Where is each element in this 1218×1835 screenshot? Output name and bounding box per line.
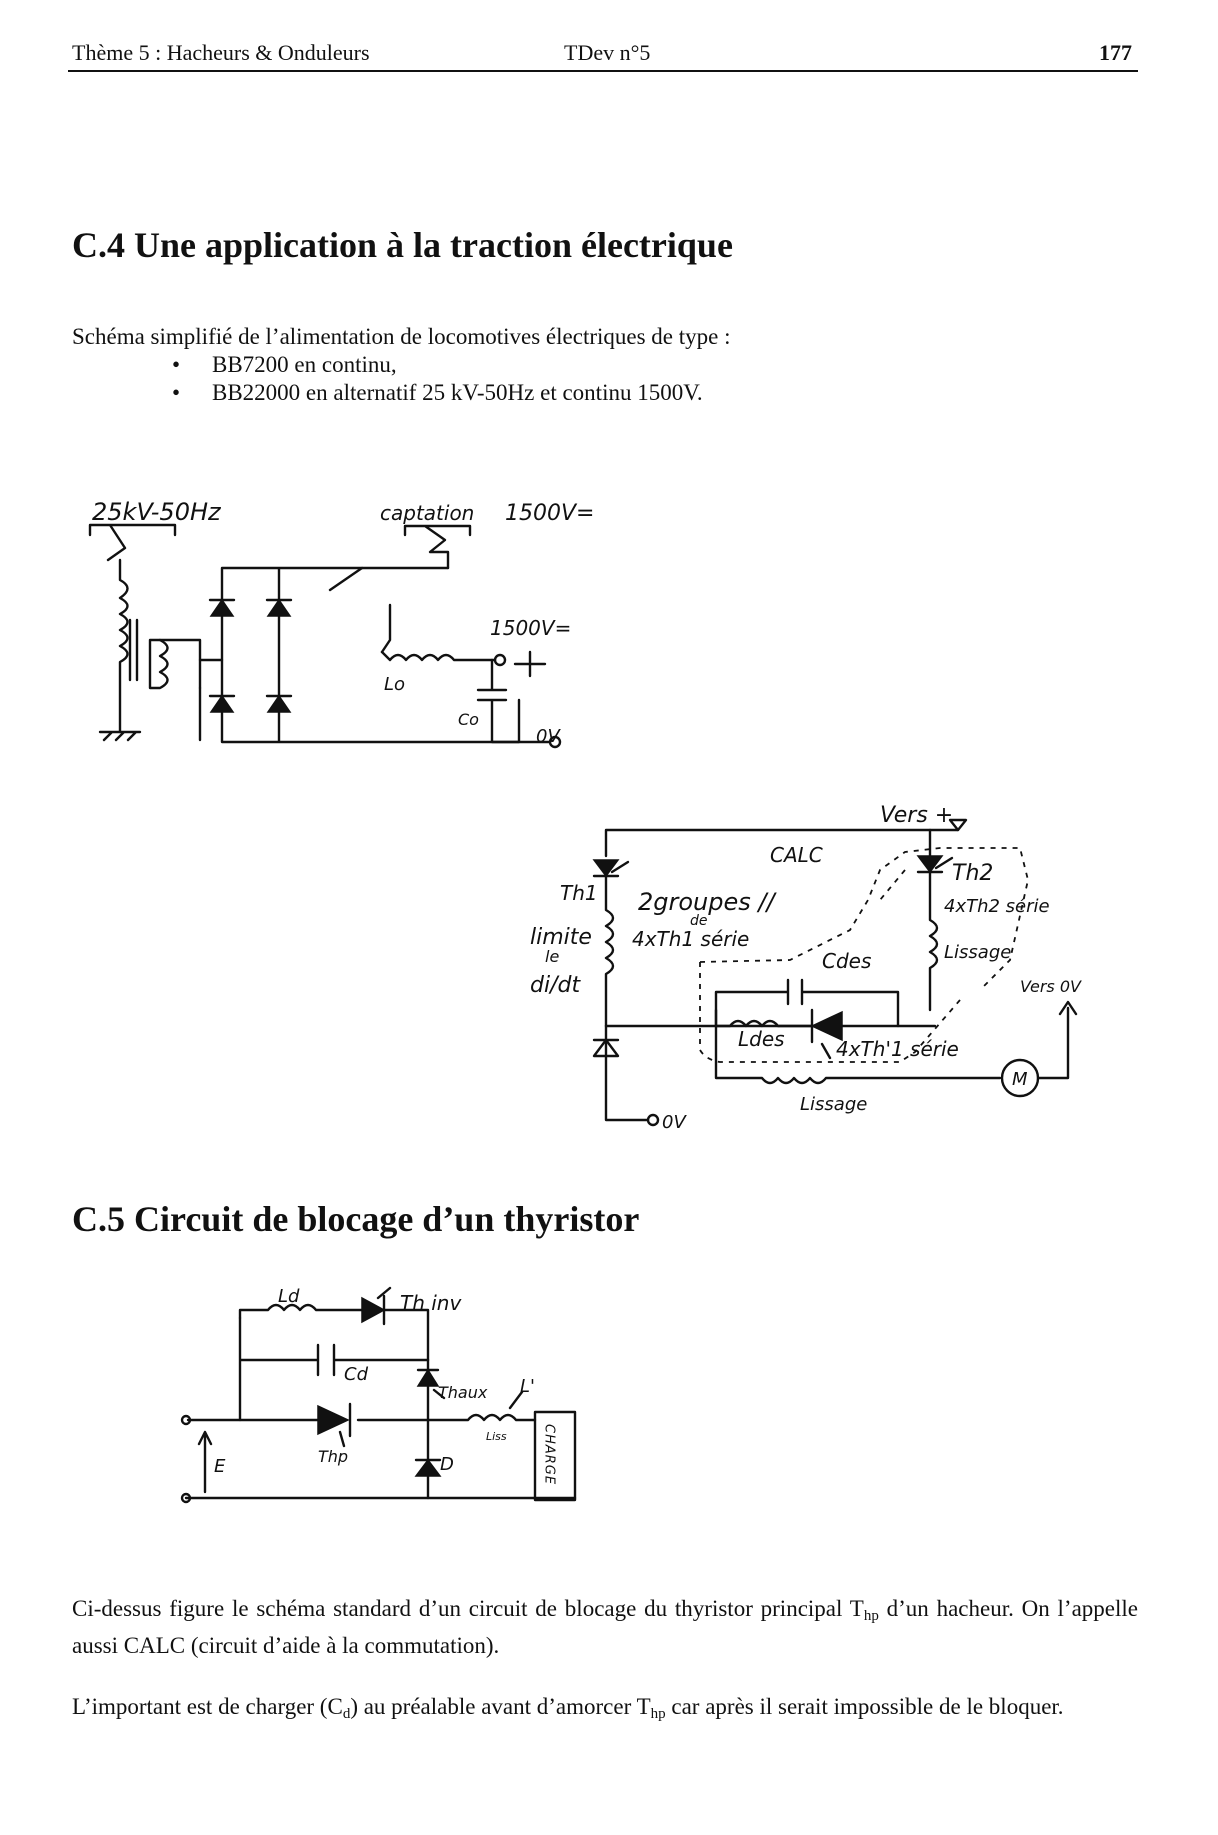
section-c4-intro: Schéma simplifié de l’alimentation de lo… [72, 323, 1132, 407]
header-tdev: TDev n°5 [564, 40, 651, 65]
paragraph-calc: Ci-dessus figure le schéma standard d’un… [72, 1596, 1138, 1658]
bridge-diode [265, 694, 293, 713]
list-item: BB22000 en alternatif 25 kV-50Hz et cont… [72, 379, 1132, 407]
label-di-dt: di/dt [530, 973, 581, 998]
label-co: Co [458, 710, 479, 729]
label-thaux: Thaux [438, 1383, 488, 1402]
label-4xth2-serie: 4xTh2 série [944, 896, 1050, 917]
thyristor-th1-prime [810, 1008, 843, 1060]
label-lo: Lo [384, 674, 405, 695]
label-4xth1prime-serie: 4xTh'1 série [836, 1037, 959, 1061]
label-ac-supply: 25kV-50Hz [92, 498, 222, 526]
label-lprime: L' [520, 1376, 535, 1397]
label-e: E [214, 1456, 226, 1477]
label-liss: Liss [486, 1430, 507, 1443]
label-th2: Th2 [952, 861, 993, 886]
label-cdes: Cdes [822, 949, 871, 973]
label-calc: CALC [770, 843, 823, 867]
label-0v-bottom: 0V [662, 1112, 687, 1133]
label-1500v-top: 1500V= [505, 501, 594, 526]
label-lissage-bottom: Lissage [800, 1094, 867, 1115]
header-theme: Thème 5 : Hacheurs & Onduleurs [72, 40, 370, 65]
label-charge: CHARGE [542, 1424, 557, 1485]
motor-symbol: M [1012, 1069, 1028, 1090]
locomotive-list: BB7200 en continu, BB22000 en alternatif… [72, 351, 1132, 407]
list-item: BB7200 en continu, [72, 351, 1132, 379]
label-limite: limite [530, 925, 592, 950]
label-ld: Ld [278, 1286, 300, 1307]
paragraph-charge-cd: L’important est de charger (Cd) au préal… [72, 1694, 1064, 1722]
label-4xth1-serie: 4xTh1 série [632, 927, 749, 951]
label-vers-plus: Vers + [880, 803, 953, 828]
label-ldes: Ldes [738, 1027, 785, 1051]
intro-text: Schéma simplifié de l’alimentation de lo… [72, 324, 731, 349]
label-1500v-output: 1500V= [490, 616, 571, 640]
label-2groupes: 2groupes // [638, 888, 777, 916]
label-lissage-right: Lissage [944, 942, 1011, 963]
label-vers-0v: Vers 0V [1020, 977, 1082, 996]
label-0v: 0V [536, 726, 561, 747]
section-title-c4: C.4 Une application à la traction électr… [72, 225, 733, 265]
header-page-number: 177 [1099, 40, 1132, 65]
label-captation: captation [380, 501, 474, 525]
bridge-diode [208, 598, 236, 617]
label-d: D [440, 1454, 454, 1475]
label-le: le [545, 947, 559, 966]
label-thinv: Th inv [400, 1291, 462, 1315]
bridge-diode [265, 598, 293, 617]
label-thp: Thp [318, 1447, 348, 1466]
label-th1: Th1 [560, 881, 598, 905]
bridge-diode [208, 694, 236, 713]
label-cd: Cd [344, 1364, 369, 1385]
page-header: Thème 5 : Hacheurs & Onduleurs TDev n°5 … [68, 38, 1138, 72]
section-title-c5: C.5 Circuit de blocage d’un thyristor [72, 1199, 640, 1239]
label-de: de [690, 913, 708, 929]
